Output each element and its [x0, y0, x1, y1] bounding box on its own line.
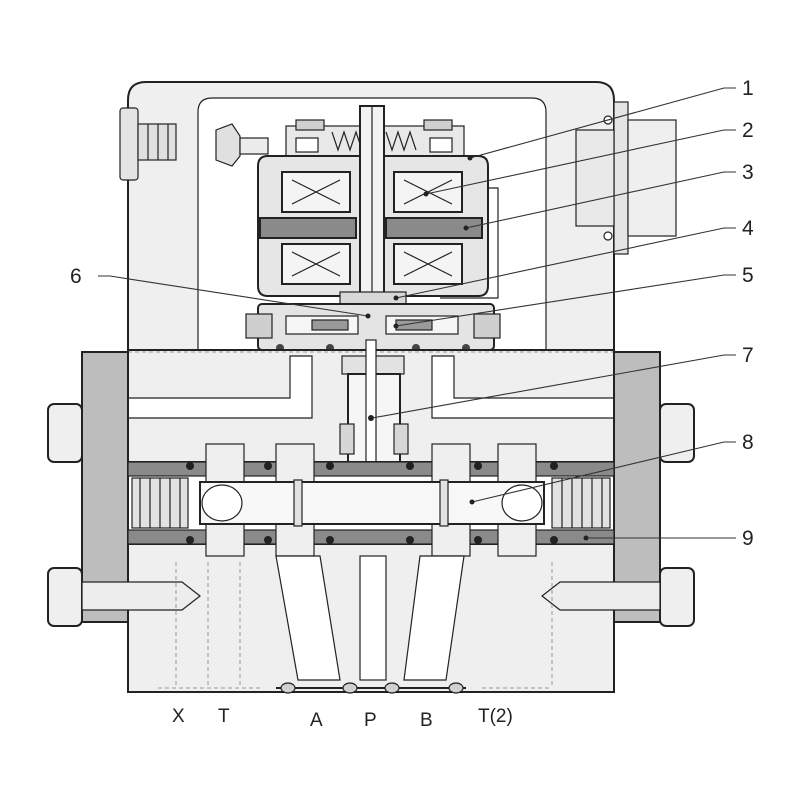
callout-8: 8 — [742, 431, 754, 454]
spool-spring-left — [131, 477, 189, 529]
callout-6: 6 — [70, 265, 82, 288]
port-label-t2: T(2) — [478, 706, 513, 727]
port-label-a: A — [310, 710, 323, 731]
main-spool — [199, 479, 545, 527]
callout-2: 2 — [742, 119, 754, 142]
port-label-x: X — [172, 706, 185, 727]
port-labels: X T A P B T(2) — [172, 706, 513, 731]
callout-3: 3 — [742, 161, 754, 184]
bottom-bolts — [81, 581, 661, 611]
ab-channels — [275, 555, 465, 681]
hidden-channels — [158, 562, 553, 689]
port-label-t: T — [218, 706, 230, 727]
callout-labels: 1 2 3 4 5 6 7 8 9 — [70, 77, 754, 550]
right-end-plate — [613, 351, 695, 627]
pilot-spool — [245, 313, 501, 352]
callout-4: 4 — [742, 217, 754, 240]
left-end-plate — [47, 351, 129, 627]
callout-1: 1 — [742, 77, 754, 100]
left-adjust-screw — [119, 107, 177, 181]
port-label-b: B — [420, 710, 433, 731]
pilot-stem — [359, 105, 385, 317]
solenoid-coil — [281, 171, 463, 285]
manual-override-pin — [215, 123, 269, 167]
callout-9: 9 — [742, 527, 754, 550]
spool-spring-right — [551, 477, 611, 529]
callout-7: 7 — [742, 344, 754, 367]
port-label-p: P — [364, 710, 377, 731]
callout-5: 5 — [742, 264, 754, 287]
electrical-connector — [575, 101, 677, 255]
armature-plate — [259, 217, 483, 239]
leader-lines — [98, 87, 736, 541]
port-seals — [276, 682, 466, 694]
